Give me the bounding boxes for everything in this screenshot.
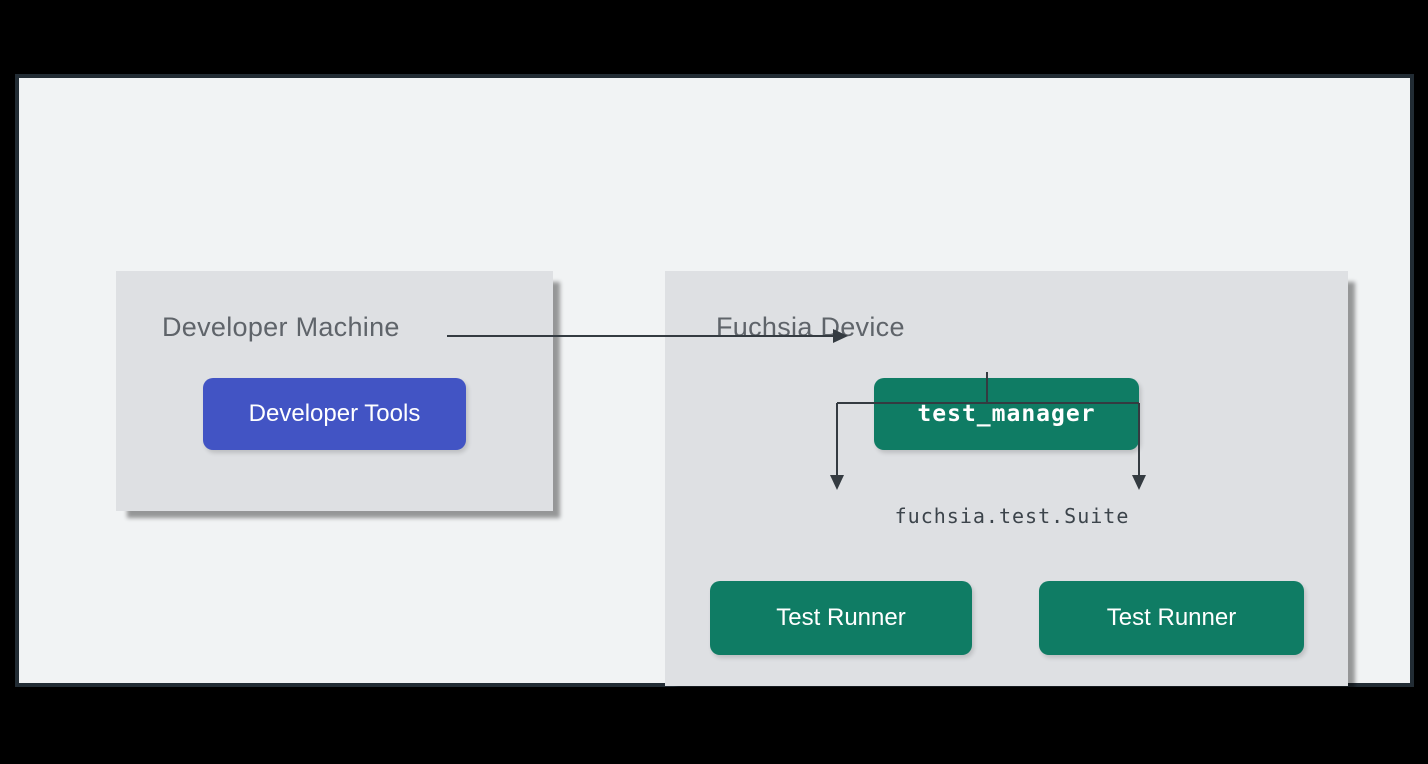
- group-fuchsia-device: Fuchsia Device test_manager fuchsia.test…: [665, 271, 1348, 686]
- diagram-panel: Developer Machine Developer Tools Fuchsi…: [15, 74, 1414, 687]
- edge-label-fuchsia-test-suite: fuchsia.test.Suite: [894, 504, 1130, 528]
- node-test-manager: test_manager: [874, 378, 1139, 450]
- node-test-runner-right: Test Runner: [1039, 581, 1304, 655]
- node-test-runner-left: Test Runner: [710, 581, 972, 655]
- group-title-developer-machine: Developer Machine: [162, 312, 400, 342]
- node-developer-tools: Developer Tools: [203, 378, 466, 450]
- group-title-fuchsia-device: Fuchsia Device: [716, 312, 905, 342]
- group-developer-machine: Developer Machine Developer Tools: [116, 271, 553, 511]
